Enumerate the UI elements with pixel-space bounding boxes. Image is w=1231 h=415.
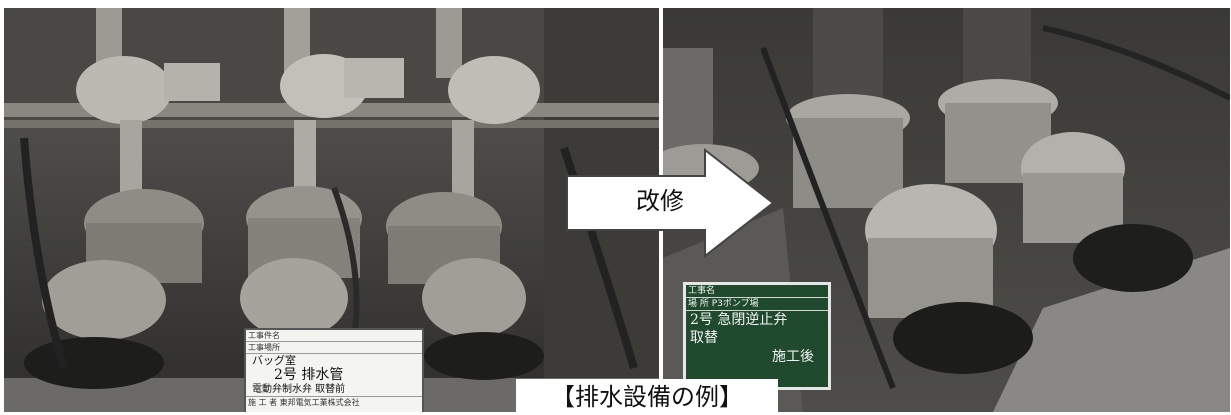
board-contractor-value: 東邦電気工業株式会社	[279, 398, 360, 407]
board-row-title: 工事件名	[246, 330, 422, 342]
figure-caption: 【排水設備の例】	[516, 379, 778, 412]
board-text-line3: 電動弁制水弁 取替前	[252, 384, 346, 395]
site-board-before: 工事件名 工事場所 バッグ室 2号 排水管 電動弁制水弁 取替前 施 工 者 東…	[244, 328, 424, 412]
board-text-line1: 2号 急閉逆止弁	[690, 312, 788, 328]
board-contractor-label: 施 工 者	[248, 398, 278, 407]
board-signature: 施工後	[772, 349, 814, 365]
board-text-line2: 2号 排水管	[274, 367, 344, 383]
board-location-value: P3ポンプ場	[711, 299, 759, 309]
board-location-label: 場 所	[688, 299, 709, 309]
arrow-right-icon	[566, 148, 775, 258]
board-row-location: 工事場所	[246, 342, 422, 354]
photo-before: 工事件名 工事場所 バッグ室 2号 排水管 電動弁制水弁 取替前 施 工 者 東…	[4, 8, 659, 412]
site-board-after: 工事名 場 所 P3ポンプ場 2号 急閉逆止弁 取替 施工後	[683, 282, 831, 390]
board-row-contractor: 施 工 者 東邦電気工業株式会社	[246, 396, 422, 408]
board-row-title: 工事名	[686, 285, 828, 298]
board-row-location: 場 所 P3ポンプ場	[686, 298, 828, 311]
board-text-line1: バッグ室	[252, 354, 296, 367]
board-text-line2: 取替	[690, 330, 718, 346]
renovation-arrow: 改修	[565, 148, 775, 258]
arrow-label: 改修	[636, 187, 684, 215]
